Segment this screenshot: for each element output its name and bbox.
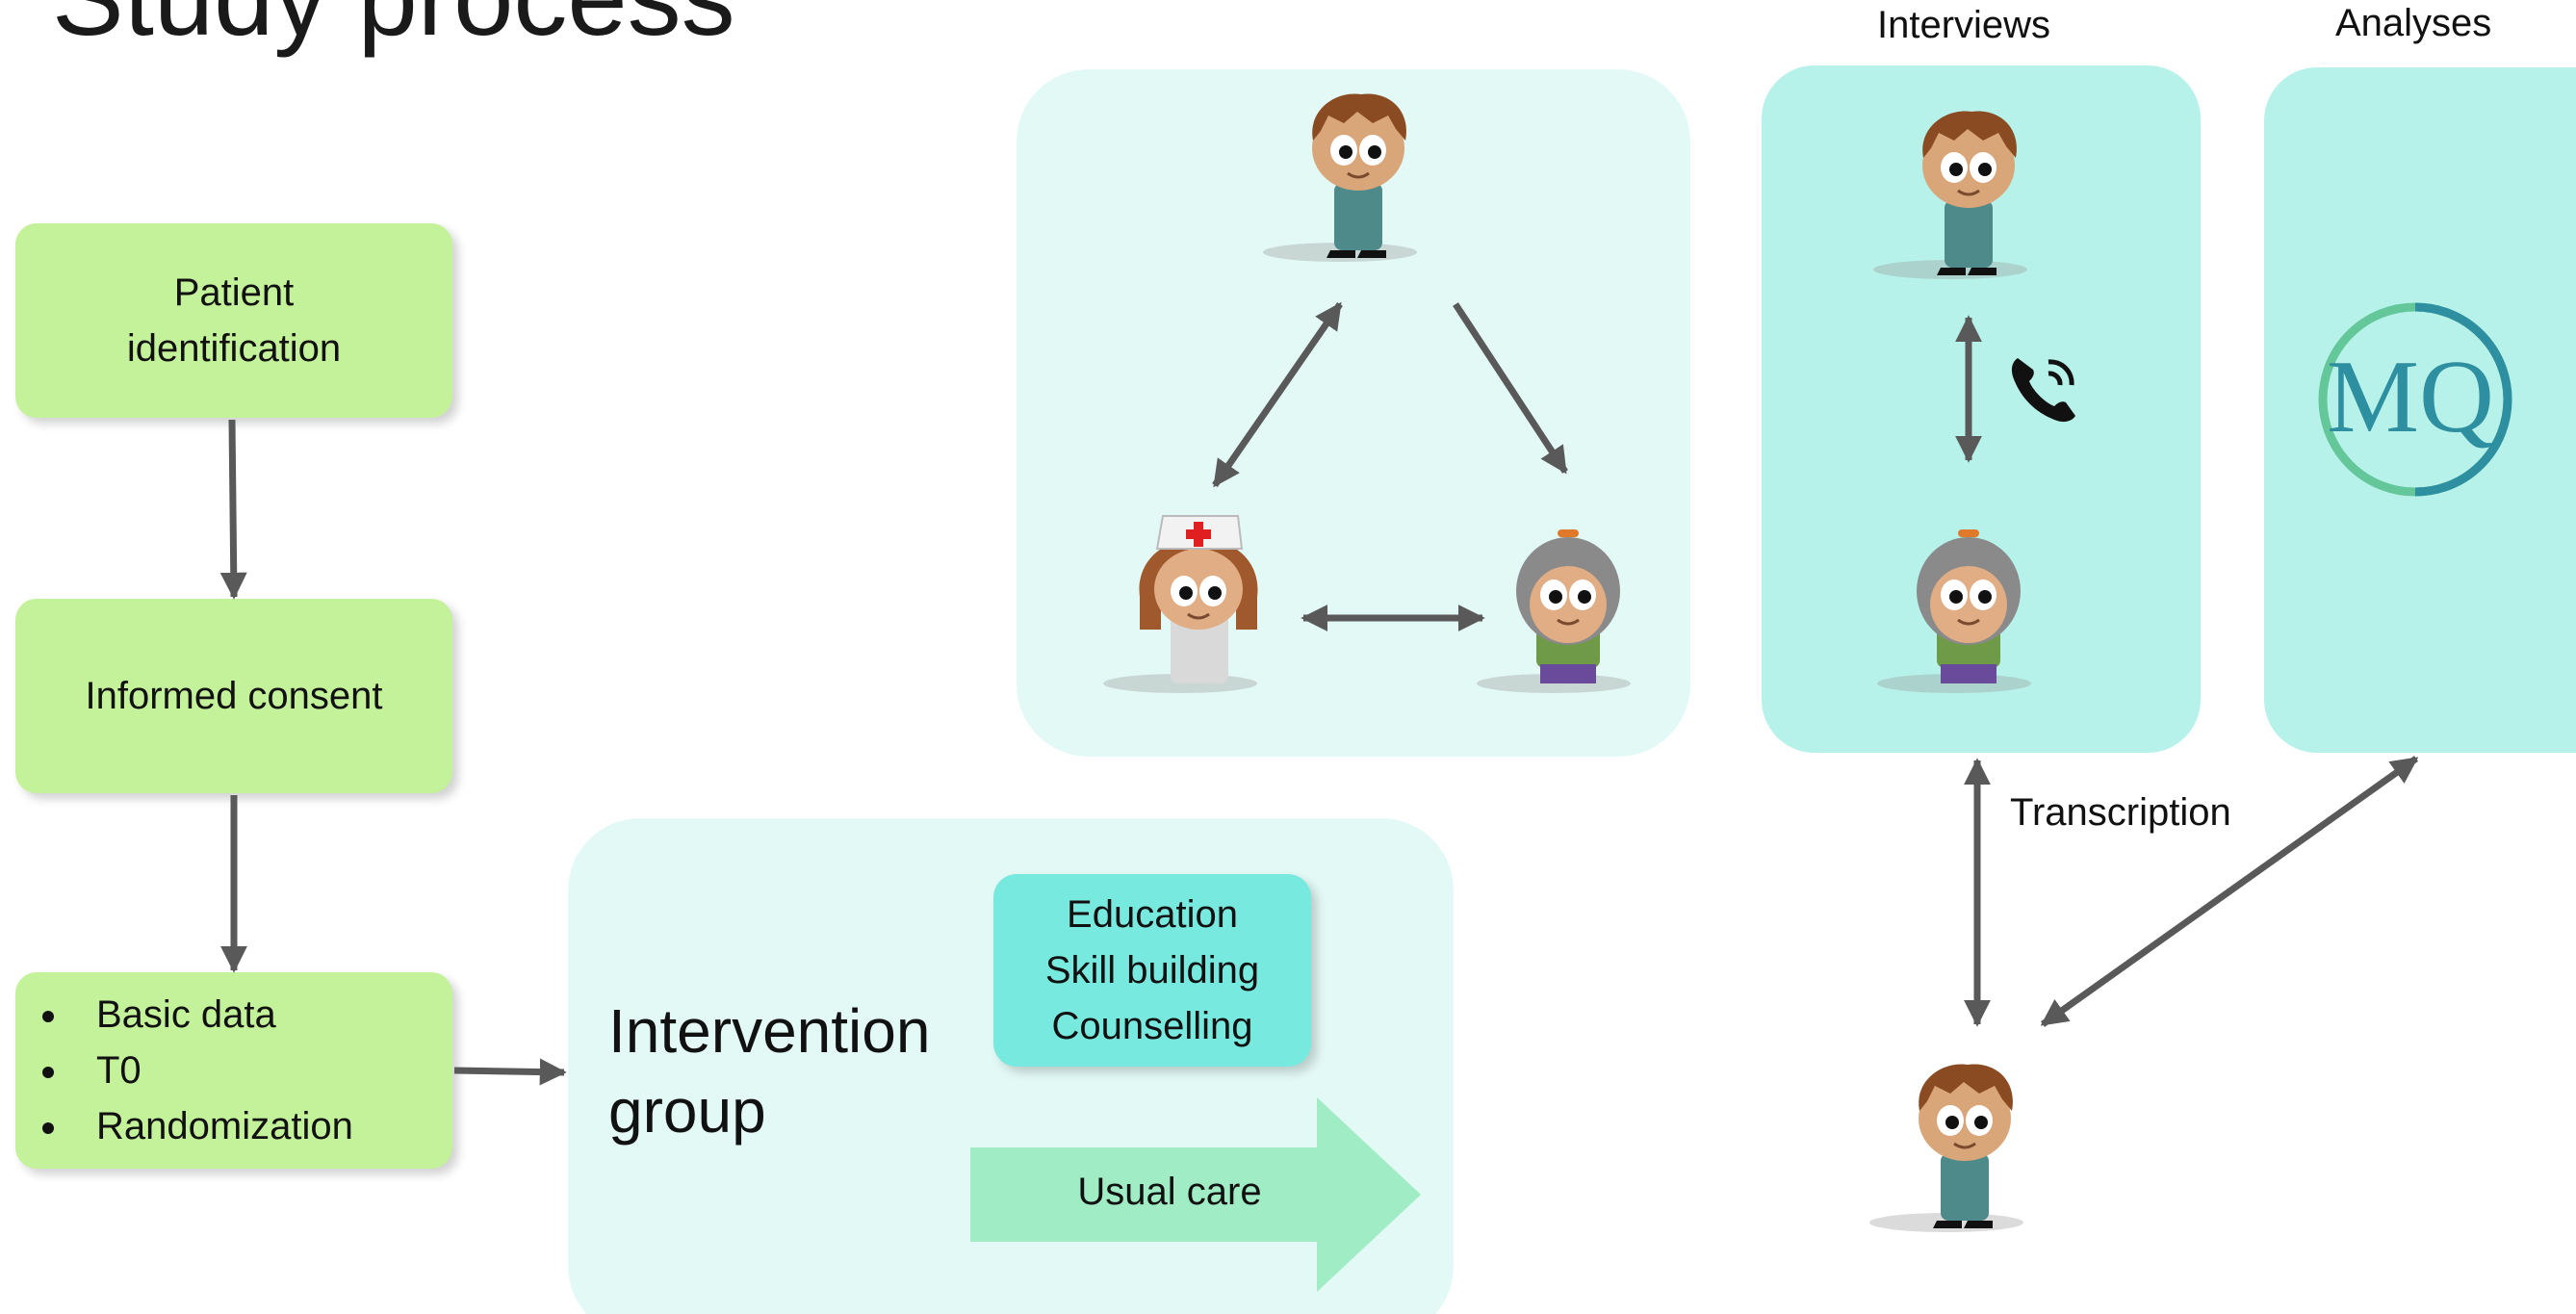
intervention-group-label: Intervention group (608, 992, 930, 1151)
baseline-list: Basic data T0 Randomization (15, 987, 353, 1154)
nurse-figure (1103, 515, 1258, 693)
usual-care-label: Usual care (1077, 1171, 1262, 1213)
intervention-label-line-1: Intervention (608, 996, 931, 1066)
arrow-patient-relative (1453, 302, 1568, 475)
relative-figure-triad (1477, 529, 1631, 693)
logo-letters: MQ (2327, 340, 2494, 454)
interviews-header: Interviews (1877, 4, 2051, 46)
component-skill-building: Skill building (1044, 949, 1260, 992)
baseline-item-t0: T0 (71, 1043, 353, 1098)
patient-figure-interview (1873, 111, 2027, 279)
baseline-item-basic-data: Basic data (71, 987, 353, 1043)
component-education: Education (1067, 893, 1238, 936)
step-baseline: Basic data T0 Randomization (15, 972, 452, 1169)
usual-care-arrow (970, 1097, 1421, 1292)
analyses-panel (2264, 67, 2576, 753)
arrow-patient-nurse (1212, 301, 1343, 488)
step-informed-consent: Informed consent (15, 599, 452, 793)
maxqda-logo-icon: MQ (2318, 302, 2512, 497)
patient-figure-triad (1263, 93, 1417, 262)
arrow-analyses (2040, 756, 2419, 1027)
phone-icon (2011, 358, 2075, 423)
baseline-item-randomization: Randomization (71, 1098, 353, 1154)
intervention-components-box: Education Skill building Counselling (993, 874, 1311, 1067)
researcher-figure (1869, 1064, 2023, 1232)
step-label-line-2: identification (126, 327, 342, 370)
intervention-label-line-2: group (608, 1076, 766, 1147)
relative-figure-interview (1877, 529, 2031, 693)
arrow-baseline-to-intervention (453, 1058, 567, 1086)
step-label: Informed consent (85, 675, 383, 717)
analyses-header: Analyses (2335, 2, 2492, 44)
component-counselling: Counselling (1051, 1005, 1253, 1047)
step-patient-identification: Patient identification (15, 223, 452, 418)
page-title: Study process (52, 0, 735, 52)
step-label-line-1: Patient (173, 271, 295, 314)
arrow-identification-to-consent (219, 419, 247, 600)
